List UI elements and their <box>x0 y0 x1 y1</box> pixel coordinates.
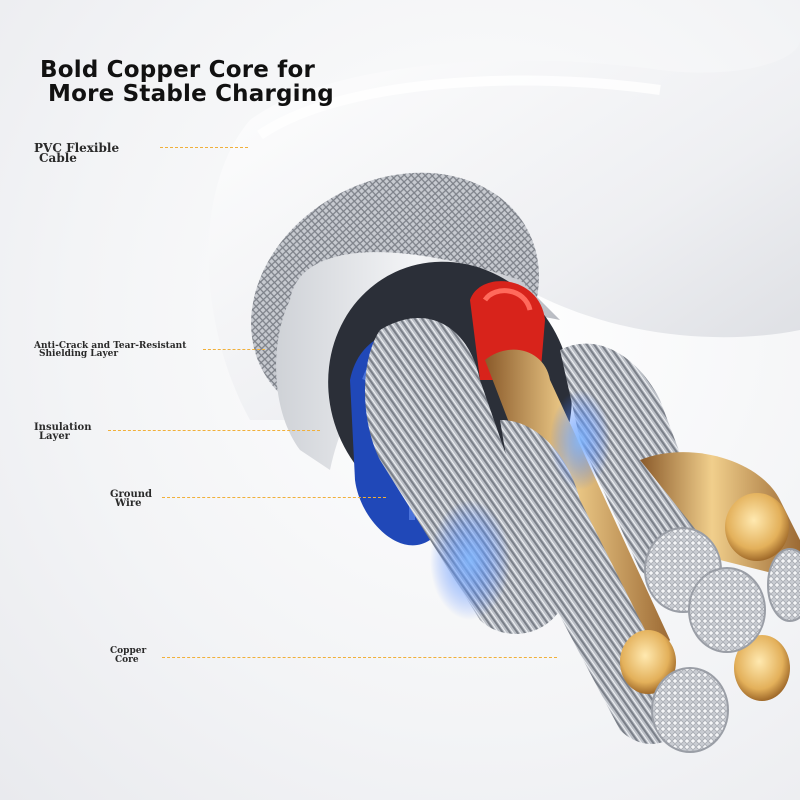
ground-wire-strands <box>365 318 560 634</box>
callout-insulation-leader <box>108 430 320 431</box>
callout-copper-label: Copper Core <box>110 647 146 665</box>
callout-copper-line-1: Copper <box>110 646 147 656</box>
callout-ground-leader <box>162 497 386 498</box>
copper-core-end <box>725 493 789 561</box>
strand-end <box>688 567 766 653</box>
callout-shield-leader <box>203 349 265 350</box>
callout-shield-line-2: Shielding Layer <box>39 349 119 359</box>
callout-pvc-line-1: PVC Flexible <box>34 141 120 155</box>
headline: Bold Copper Core for More Stable Chargin… <box>40 58 334 106</box>
callout-copper-leader <box>162 657 557 658</box>
callout-pvc-label: PVC Flexible Cable <box>34 141 120 165</box>
callout-ground-label: Ground Wire <box>110 489 153 509</box>
callout-shield-label: Anti-Crack and Tear-Resistant Shielding … <box>34 341 187 359</box>
strand-end <box>767 548 800 622</box>
callout-copper-line-2: Core <box>115 655 139 665</box>
headline-line-1: Bold Copper Core for <box>40 57 316 83</box>
callout-ground-line-2: Wire <box>115 498 142 509</box>
callout-insulation-line-2: Layer <box>39 431 70 442</box>
copper-core-end <box>620 630 676 694</box>
copper-core-end <box>734 635 790 701</box>
callout-insulation-line-1: Insulation <box>34 422 92 433</box>
callout-pvc-leader <box>160 147 248 148</box>
headline-line-2: More Stable Charging <box>48 81 334 107</box>
callout-ground-line-1: Ground <box>110 489 153 500</box>
callout-pvc-line-2: Cable <box>39 151 77 165</box>
strand-end <box>651 667 729 753</box>
callout-insulation-label: Insulation Layer <box>34 422 92 442</box>
callout-shield-line-1: Anti-Crack and Tear-Resistant <box>34 341 187 351</box>
